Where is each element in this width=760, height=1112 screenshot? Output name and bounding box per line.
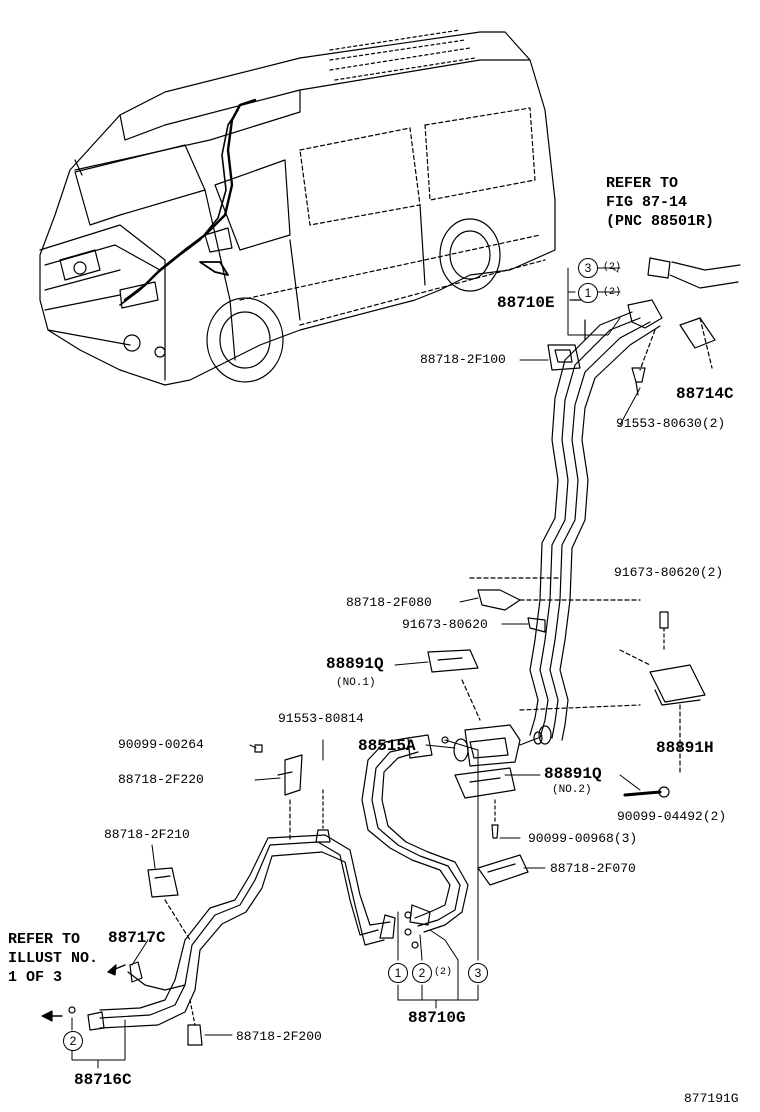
front-pipe-left [87,834,396,1031]
refer-top-line3: (PNC 88501R) [606,213,715,230]
label-88718-2F210: 88718-2F210 [104,827,190,842]
rear-pipe-88710E [529,257,741,741]
callout-2-bottom: 2 [412,963,432,983]
front-pipe-88710G [361,734,469,933]
refer-top-line1: REFER TO [606,175,679,192]
callout-3-bottom: 3 [468,963,488,983]
callout-1-bottom: 1 [388,963,408,983]
label-90099-04492: 90099-04492(2) [617,809,727,824]
label-88718-2F080: 88718-2F080 [346,595,432,610]
label-88718-2F220: 88718-2F220 [118,772,204,787]
label-no1: (NO.1) [336,677,376,689]
refer-left-line1: REFER TO [8,931,81,948]
van-pipe-route [123,98,257,302]
refer-note-top: REFER TO FIG 87-14 (PNC 88501R) [606,174,714,231]
label-88710E: 88710E [497,294,555,312]
callout-1-top: 1 [578,283,598,303]
part-88714C-shape [679,317,716,349]
label-88891H: 88891H [656,739,714,757]
refer-left-line2: ILLUST NO. [8,950,99,967]
figure-id: 877191G [684,1091,739,1106]
label-88515A: 88515A [358,737,416,755]
callout-2-left: 2 [63,1031,83,1051]
qty-3-top: (2) [603,262,622,273]
label-91673-80620: 91673-80620 [402,617,488,632]
label-88717C: 88717C [108,929,166,947]
qty-1-top: (2) [603,287,622,298]
refer-top-line2: FIG 87-14 [606,194,688,211]
label-no2: (NO.2) [552,784,592,796]
label-88891Q-no1: 88891Q [326,655,384,673]
label-88714C: 88714C [676,385,734,403]
callout-3-top: 3 [578,258,598,278]
label-88718-2F070: 88718-2F070 [550,861,636,876]
label-91673-80620-2: 91673-80620(2) [614,565,724,580]
label-88716C: 88716C [74,1071,132,1089]
label-88718-2F200: 88718-2F200 [236,1029,322,1044]
refer-note-left: REFER TO ILLUST NO. 1 OF 3 [8,930,98,987]
label-90099-00968: 90099-00968(3) [528,831,638,846]
van-illustration [39,29,556,386]
label-91553-80814: 91553-80814 [278,711,364,726]
qty-2-bottom: (2) [434,967,453,978]
refer-left-line3: 1 OF 3 [8,969,63,986]
label-88891Q-no2: 88891Q [544,765,602,783]
label-88710G: 88710G [408,1009,466,1027]
label-88718-2F100: 88718-2F100 [420,352,506,367]
label-90099-00264: 90099-00264 [118,737,204,752]
label-91553-80630: 91553-80630(2) [616,416,726,431]
